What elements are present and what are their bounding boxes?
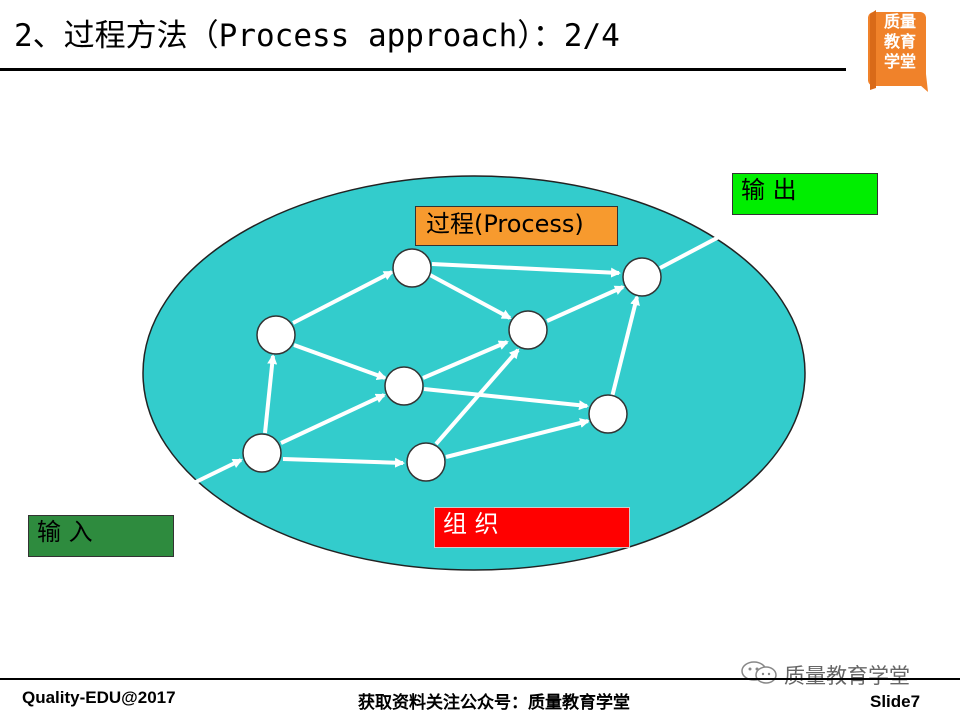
process-node-n4 [384,366,424,406]
arrow-n2-n4 [293,343,387,380]
organization-box: 组 织 [434,507,630,548]
logo-badge [868,10,928,92]
title-underline [0,68,846,71]
process-label-box: 过程(Process) [415,206,618,246]
process-node-n5 [406,442,446,482]
arrow-n4-n8 [423,387,589,411]
watermark-text: 质量教育学堂 [784,664,910,688]
logo-line-1: 质量 [883,12,916,31]
slide-number: Slide7 [870,692,921,711]
watermark: 质量教育学堂 [740,660,910,690]
arrow-n3-n7 [431,262,621,278]
process-node-n2 [256,315,296,355]
arrow-n2-n3 [292,270,394,325]
process-node-n3 [392,248,432,288]
footer-divider [0,678,960,680]
process-node-n8 [588,394,628,434]
arrow-n4-n6 [422,340,509,380]
process-node-n7 [622,257,662,297]
arrow-n3-n6 [429,273,512,320]
process-node-n1 [242,433,282,473]
arrow-n5-n8 [445,418,590,459]
logo-text: 质量 教育 学堂 [872,12,928,72]
output-box: 输 出 [732,173,878,215]
page-title: 2、过程方法（Process approach）：2/4 [14,18,620,54]
arrow-n1-n2 [263,354,278,434]
input-box: 输 入 [28,515,174,557]
wechat-icon [740,660,780,694]
input-arrow [127,458,243,517]
footer-copyright: Quality-EDU@2017 [22,688,176,707]
arrow-n6-n7 [546,285,625,323]
logo-background [868,12,926,86]
logo-line-2: 教育 [883,32,916,51]
footer-notice: 获取资料关注公众号：质量教育学堂 [358,693,630,713]
arrow-n1-n5 [282,457,405,468]
arrow-n8-n7 [610,295,640,398]
logo-line-3: 学堂 [883,52,916,71]
arrow-n1-n4 [280,393,386,445]
arrow-n5-n6 [434,348,520,446]
output-flow-line [659,208,771,270]
process-node-n6 [508,310,548,350]
